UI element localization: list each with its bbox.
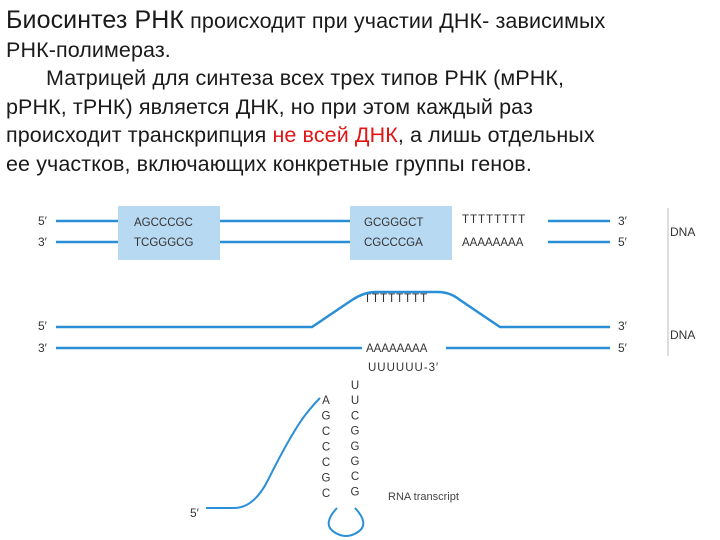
hairpin-right-letter: G: [351, 426, 360, 438]
highlighted-phrase: не всей ДНК: [272, 123, 398, 147]
hairpin-left-letters: AGCCCGC: [322, 395, 331, 500]
row1-right-3-label: 3′: [618, 214, 628, 228]
text-line-1: Биосинтез РНК происходит при участии ДНК…: [6, 6, 714, 36]
box1-top-seq: AGCCCGC: [134, 217, 193, 229]
hairpin-right-letter: G: [351, 441, 360, 453]
row2-right-3-label: 3′: [618, 319, 628, 333]
hairpin-left-letter: G: [322, 473, 331, 485]
text-line-2: РНК-полимераз.: [6, 37, 171, 62]
row2-right-5-label: 5′: [618, 341, 628, 355]
row1-a-run: AAAAAAAA: [462, 237, 524, 249]
hairpin-left-letter: G: [322, 411, 331, 423]
row2-top-strand: [56, 290, 610, 329]
row2-a-run: AAAAAAAA: [366, 343, 428, 355]
rna-transcript-label: RNA transcript: [388, 491, 459, 503]
hairpin-right-letter: G: [351, 456, 360, 468]
row2-dna-label: DNA: [670, 328, 695, 342]
description-text: Биосинтез РНК происходит при участии ДНК…: [6, 6, 714, 178]
box1-bottom-seq: TCGGGCG: [134, 237, 193, 249]
hairpin-loop: [327, 507, 365, 537]
rna-transcript-strand: [206, 397, 321, 509]
hairpin-right-letter: C: [351, 471, 359, 483]
row2-left-3-label: 3′: [38, 341, 48, 355]
text-line-5-start: происходит транскрипция: [6, 123, 273, 147]
dna-row-1: 5′ 3′ AGCCCGC TCGGGCG GCGGGCT CGCCCGA TT…: [38, 206, 695, 260]
five-prime-label: 5′: [190, 506, 200, 520]
row1-left-5-label: 5′: [38, 214, 48, 228]
hairpin-right-letter: G: [351, 486, 360, 498]
text-line-5: происходит транскрипция не всей ДНК, а л…: [6, 121, 714, 150]
u-tail: UUUUUU-3′: [368, 362, 439, 374]
row1-t-run: TTTTTTTT: [462, 214, 526, 226]
slide-title: Биосинтез РНК: [6, 6, 185, 34]
hairpin-right-letter: U: [351, 395, 359, 407]
text-line-6: ее участков, включающих конкретные групп…: [6, 151, 532, 176]
row1-left-3-label: 3′: [38, 235, 48, 249]
hairpin-left-letter: C: [322, 488, 330, 500]
hairpin-left-letter: A: [322, 395, 330, 407]
row2-left-5-label: 5′: [38, 319, 48, 333]
hairpin-right-letter: U: [351, 380, 359, 392]
row2-t-run: TTTTTTTT: [364, 293, 428, 305]
row1-dna-label: DNA: [670, 225, 695, 239]
hairpin-left-letter: C: [322, 442, 330, 454]
promoter-box: [118, 206, 220, 260]
terminator-box: [350, 206, 452, 260]
dna-row-2: TTTTTTTT 5′ 3′ AAAAAAAA 3′ 5′ DNA: [38, 290, 695, 355]
title-continuation: происходит при участии ДНК- зависимых: [184, 9, 606, 33]
text-line-3: Матрицей для синтеза всех трех типов РНК…: [46, 66, 565, 90]
row1-right-5-label: 5′: [618, 235, 628, 249]
text-line-5-end: , а лишь отдельных: [397, 123, 595, 147]
hairpin-left-letter: C: [322, 457, 330, 469]
box2-bottom-seq: CGCCCGA: [364, 237, 423, 249]
box2-top-seq: GCGGGCT: [364, 217, 423, 229]
text-line-4: рРНК, тРНК) является ДНК, но при этом ка…: [6, 94, 533, 119]
hairpin-right-letter: C: [351, 410, 359, 422]
hairpin-left-letter: C: [322, 426, 330, 438]
